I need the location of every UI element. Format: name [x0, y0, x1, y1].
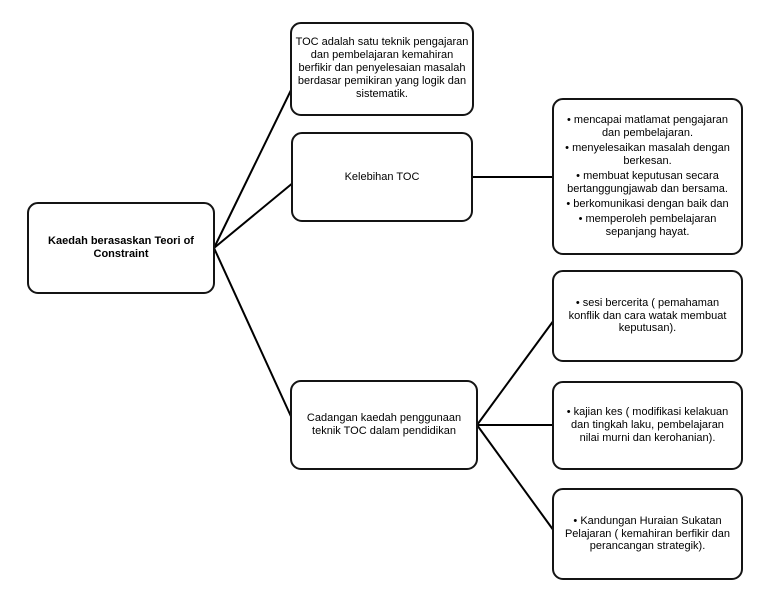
bullet-item: • kajian kes ( modifikasi kelakuan dan t…: [566, 406, 729, 444]
bullet-item: • sesi bercerita ( pemahaman konflik dan…: [568, 296, 727, 335]
node-kelebihan-details: • mencapai matlamat pengajaran dan pembe…: [552, 98, 743, 255]
bullet-item: • menyelesaikan masalah dengan berkesan.: [565, 142, 730, 168]
node-definition: TOC adalah satu teknik pengajaran dan pe…: [290, 22, 474, 116]
node-kelebihan-label: Kelebihan TOC: [344, 170, 420, 183]
connector-root-cadangan: [213, 247, 295, 424]
node-cadangan-detail-1: • sesi bercerita ( pemahaman konflik dan…: [552, 270, 743, 362]
node-cadangan-detail-3: • Kandungan Huraian Sukatan Pelajaran ( …: [552, 488, 743, 580]
bullet-item: • membuat keputusan secara bertanggungja…: [567, 170, 728, 195]
node-cadangan: Cadangan kaedah penggunaan teknik TOC da…: [290, 380, 478, 470]
node-kelebihan: Kelebihan TOC: [291, 132, 473, 222]
connector-root-kelebihan: [213, 181, 295, 249]
connector-cadangan-detail-1: [476, 319, 555, 426]
bullet-item: • Kandungan Huraian Sukatan Pelajaran ( …: [564, 514, 731, 553]
bullet-item: • berkomunikasi dengan baik dan: [566, 197, 729, 210]
bullet-item: • memperoleh pembelajaran sepanjang haya…: [578, 212, 717, 238]
node-cadangan-detail-2: • kajian kes ( modifikasi kelakuan dan t…: [552, 381, 743, 470]
connector-cadangan-detail-3: [476, 424, 555, 532]
bullet-item: • mencapai matlamat pengajaran dan pembe…: [567, 114, 728, 140]
node-root: Kaedah berasaskan Teori of Constraint: [27, 202, 215, 294]
node-cadangan-label: Cadangan kaedah penggunaan teknik TOC da…: [306, 412, 462, 437]
connector-root-definition: [213, 83, 295, 249]
node-root-label: Kaedah berasaskan Teori of Constraint: [48, 235, 194, 260]
node-definition-text: TOC adalah satu teknik pengajaran dan pe…: [295, 36, 469, 100]
